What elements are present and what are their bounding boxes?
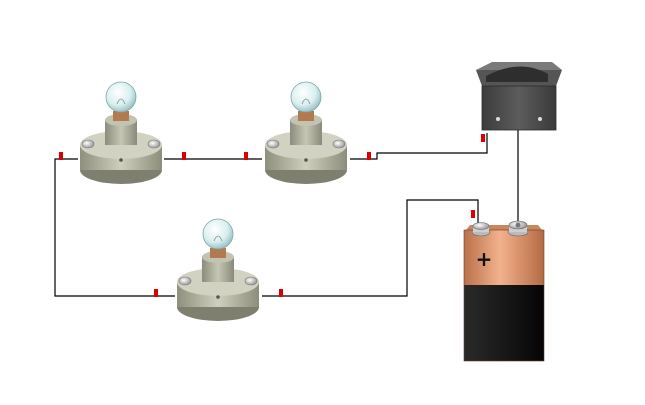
battery: + (463, 220, 545, 362)
connector (154, 289, 158, 297)
wire-bulb3-bulb1 (54, 158, 175, 297)
light-bulb-3 (177, 218, 259, 321)
battery-icon: + (463, 220, 545, 362)
connector (367, 152, 371, 160)
wire-battery-bulb3 (262, 199, 479, 297)
connector (279, 289, 283, 297)
connector (244, 152, 248, 160)
light-bulb-icon (80, 81, 162, 184)
connector (182, 152, 186, 160)
light-bulb-2 (265, 81, 347, 184)
connector (59, 152, 63, 160)
light-bulb-1 (80, 81, 162, 184)
light-bulb-icon (265, 81, 347, 184)
connector (481, 134, 485, 142)
rocker-switch (476, 62, 562, 131)
connectors (59, 134, 485, 297)
switch-icon (476, 62, 562, 131)
light-bulb-icon (177, 218, 259, 321)
battery-polarity-label: + (476, 247, 493, 271)
connector (471, 210, 475, 218)
